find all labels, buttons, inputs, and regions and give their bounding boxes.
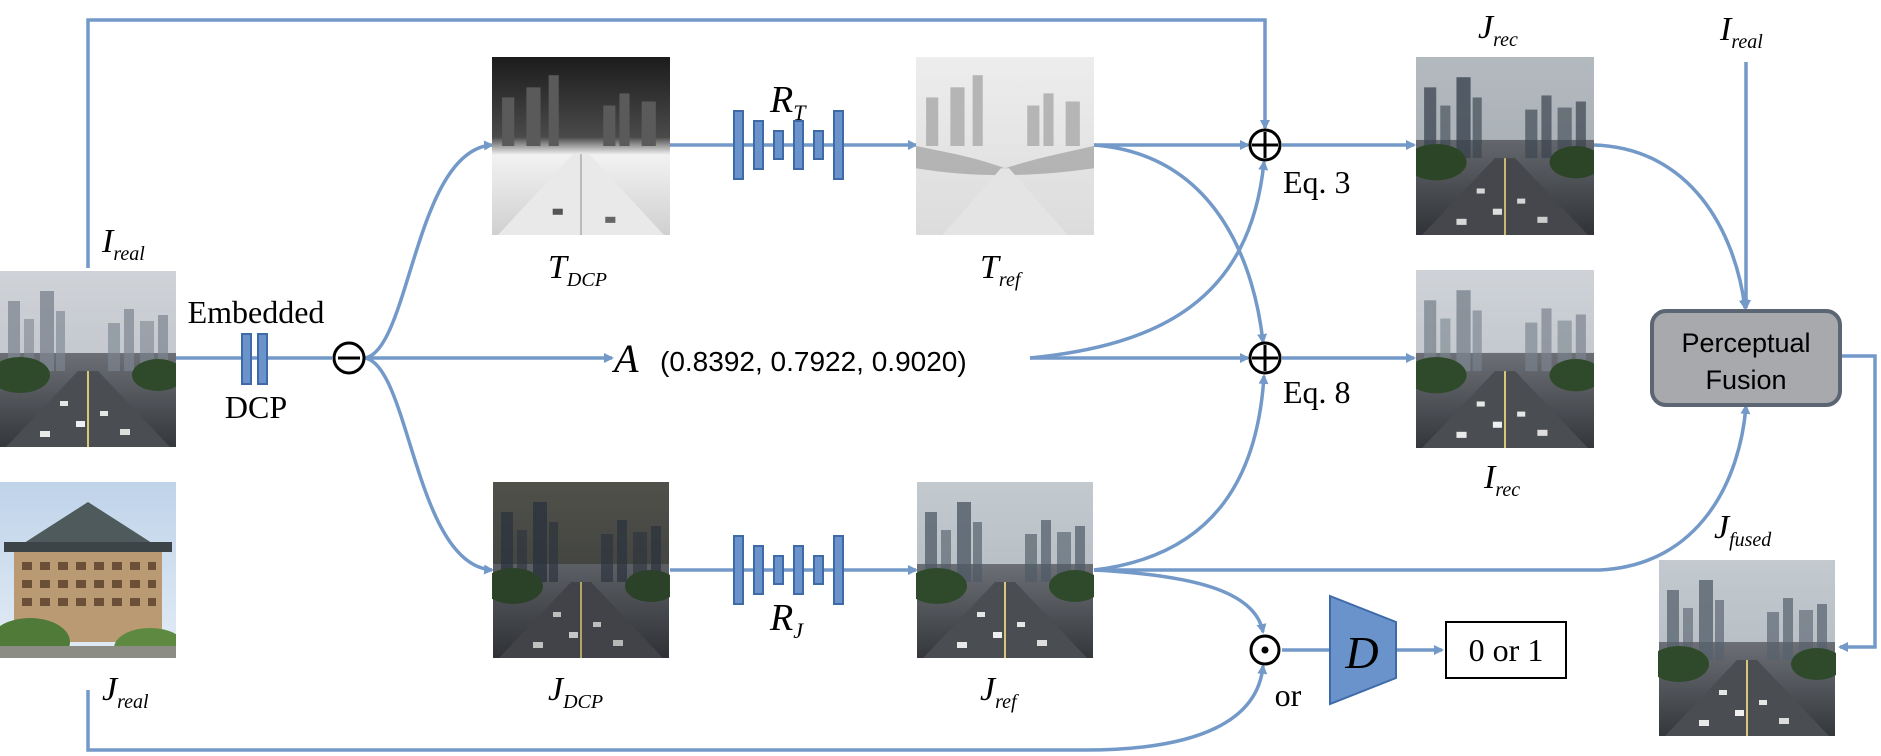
hazy-input-image: [0, 271, 176, 448]
flow-arrows: [86, 18, 1877, 752]
fusion-label-line2: Fusion: [1705, 365, 1786, 395]
label-t-ref: Tref: [980, 249, 1023, 291]
label-j-ref: Jref: [980, 671, 1019, 713]
label-eq8: Eq. 8: [1283, 374, 1351, 410]
label-r-t: RT: [769, 79, 807, 125]
label-j-rec: Jrec: [1478, 9, 1518, 51]
label-atmospheric-light: A: [611, 336, 639, 381]
label-eq3: Eq. 3: [1283, 164, 1351, 200]
label-j-real: Jreal: [102, 671, 149, 713]
label-j-dcp: JDCP: [548, 671, 603, 713]
dot-circle-icon: [1249, 634, 1281, 666]
label-or: or: [1275, 677, 1302, 713]
t-ref-image: [916, 57, 1094, 235]
label-j-fused: Jfused: [1714, 509, 1772, 551]
output-label: 0 or 1: [1469, 632, 1544, 668]
perceptual-fusion-box: [1650, 309, 1842, 407]
refine-net-t: [733, 110, 844, 180]
label-r-j: RJ: [769, 597, 804, 643]
label-embedded: Embedded: [188, 294, 325, 330]
label-i-rec: Irec: [1483, 459, 1520, 501]
j-fused-image: [1658, 560, 1836, 736]
j-rec-image: [1416, 57, 1594, 235]
minus-circle-icon: [332, 341, 366, 375]
label-i-real-left: Ireal: [101, 223, 145, 265]
plus-circle-icon: [1248, 128, 1282, 162]
t-dcp-image: [492, 57, 670, 235]
j-ref-image: [916, 482, 1094, 658]
discriminator-label: D: [1344, 627, 1378, 678]
embedded-dcp-block: [241, 333, 268, 385]
output-box: [1445, 621, 1567, 679]
refine-net-j: [733, 535, 844, 605]
i-rec-image: [1416, 270, 1594, 448]
plus-circle-icon: [1248, 341, 1282, 375]
fusion-label-line1: Perceptual: [1681, 328, 1810, 358]
label-t-dcp: TDCP: [548, 249, 607, 291]
j-dcp-image: [492, 482, 670, 658]
label-dcp: DCP: [225, 389, 287, 425]
clear-input-image: [0, 482, 176, 658]
label-atmospheric-value: (0.8392, 0.7922, 0.9020): [660, 346, 967, 377]
discriminator-block: [1329, 594, 1397, 706]
label-i-real-right: Ireal: [1719, 11, 1763, 53]
